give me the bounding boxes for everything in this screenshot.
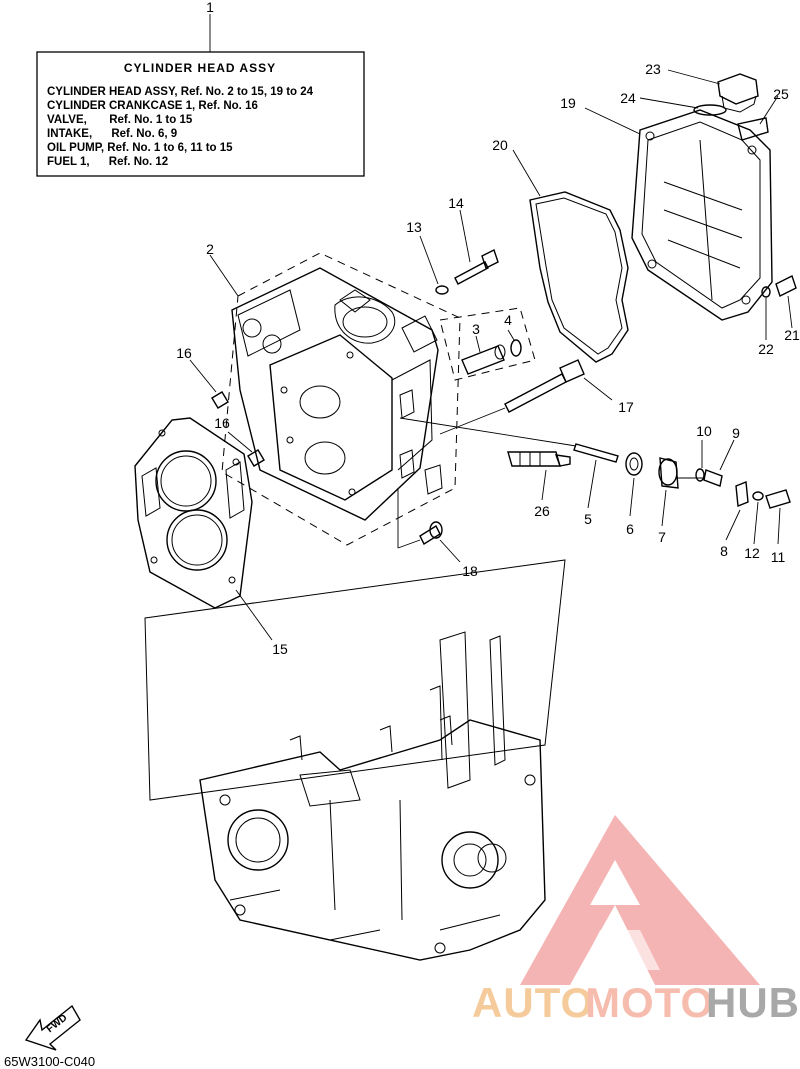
callout-22: 22 <box>758 341 774 357</box>
callout-26: 26 <box>534 503 550 519</box>
callout-10: 10 <box>696 423 712 439</box>
part-10 <box>695 440 705 482</box>
part-22 <box>761 286 771 340</box>
part-16-lower <box>227 431 265 467</box>
part-16-upper <box>189 359 229 409</box>
crankcase-outline <box>144 559 566 961</box>
part-24 <box>639 97 727 116</box>
part-21 <box>775 275 797 329</box>
callout-20: 20 <box>492 137 508 153</box>
callout-2: 2 <box>206 241 214 257</box>
watermark-triangle-icon <box>520 815 760 985</box>
callout-labels: 1 2 3 4 5 6 7 8 9 10 11 12 13 14 15 16 1… <box>176 0 800 657</box>
part-19 <box>584 107 773 321</box>
watermark-moto: MOTO <box>585 979 714 1026</box>
legend-row: CYLINDER CRANKCASE 1, Ref. No. 16 <box>47 100 258 112</box>
part-5 <box>399 417 619 509</box>
callout-24: 24 <box>620 90 636 106</box>
legend-row: OIL PUMP, Ref. No. 1 to 6, 11 to 15 <box>47 142 233 154</box>
callout-4: 4 <box>504 312 512 328</box>
callout-19: 19 <box>560 95 576 111</box>
callout-17: 17 <box>618 399 634 415</box>
part-13 <box>419 235 449 295</box>
part-23 <box>667 69 759 113</box>
callout-15: 15 <box>272 641 288 657</box>
callout-7: 7 <box>658 529 666 545</box>
callout-13: 13 <box>406 219 422 235</box>
intake-dashed-box <box>439 307 536 381</box>
callout-6: 6 <box>626 521 634 537</box>
part-6 <box>625 452 643 517</box>
cylinder-head-assy-outline <box>209 252 461 546</box>
legend: CYLINDER HEAD ASSY CYLINDER HEAD ASSY, R… <box>36 14 365 177</box>
callout-9: 9 <box>732 425 740 441</box>
part-3 <box>461 335 506 375</box>
watermark-auto: AUTO <box>472 979 594 1026</box>
callout-1: 1 <box>206 0 214 15</box>
callout-5: 5 <box>584 511 592 527</box>
legend-row: CYLINDER HEAD ASSY, Ref. No. 2 to 15, 19… <box>47 86 314 98</box>
legend-title: CYLINDER HEAD ASSY <box>124 61 276 75</box>
diagram-code: 65W3100-C040 <box>4 1054 95 1069</box>
part-4 <box>507 329 522 357</box>
part-25 <box>737 95 779 141</box>
legend-row: VALVE, Ref. No. 1 to 15 <box>47 114 193 126</box>
callout-16-lower: 16 <box>214 415 230 431</box>
legend-row: FUEL 1, Ref. No. 12 <box>47 156 168 168</box>
part-14 <box>454 209 499 285</box>
watermark-logo: AUTO MOTO HUB <box>472 815 800 1026</box>
part-17 <box>439 359 613 435</box>
callout-23: 23 <box>645 61 661 77</box>
callout-25: 25 <box>773 86 789 102</box>
watermark-hub: HUB <box>706 979 800 1026</box>
fwd-arrow: FWD <box>24 1004 81 1051</box>
part-11 <box>765 489 791 545</box>
legend-row: INTAKE, Ref. No. 6, 9 <box>47 128 177 140</box>
part-7 <box>658 457 679 527</box>
callout-18: 18 <box>462 563 478 579</box>
callout-11: 11 <box>771 549 786 565</box>
cylinder-head <box>231 267 443 521</box>
head-gasket <box>134 417 273 641</box>
part-26 <box>507 451 571 501</box>
part-9 <box>676 439 735 487</box>
callout-8: 8 <box>720 543 728 559</box>
callout-12: 12 <box>744 545 760 561</box>
callout-16-upper: 16 <box>176 345 192 361</box>
part-18 <box>397 488 461 563</box>
callout-3: 3 <box>472 321 480 337</box>
callout-21: 21 <box>784 327 800 343</box>
part-20 <box>512 149 629 363</box>
part-8 <box>725 481 749 541</box>
callout-14: 14 <box>448 195 464 211</box>
part-12 <box>752 491 764 545</box>
